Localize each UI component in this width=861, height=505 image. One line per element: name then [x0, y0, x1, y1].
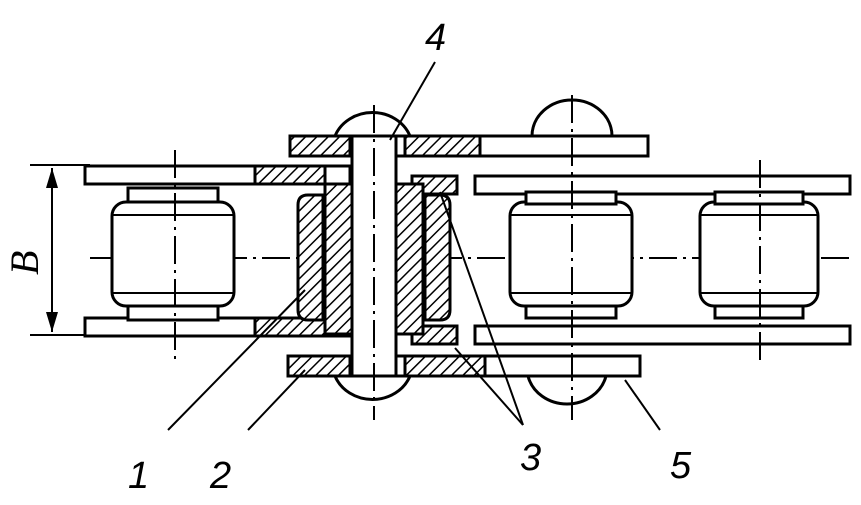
outer-plate-top — [288, 134, 650, 158]
dimension-b: B — [2, 164, 90, 336]
callout-1: 1 — [128, 455, 149, 497]
bushing-section — [323, 182, 425, 336]
roller-middle — [508, 95, 634, 420]
callout-4: 4 — [425, 17, 446, 59]
callout-3: 3 — [520, 437, 541, 479]
callout-2: 2 — [209, 455, 231, 497]
inner-plates-right — [410, 174, 852, 346]
roller-section — [296, 193, 452, 322]
roller-left — [110, 150, 236, 360]
dimension-b-label: B — [2, 251, 47, 275]
leader-lines — [167, 61, 661, 431]
roller-right — [698, 160, 820, 365]
callout-5: 5 — [670, 445, 692, 487]
